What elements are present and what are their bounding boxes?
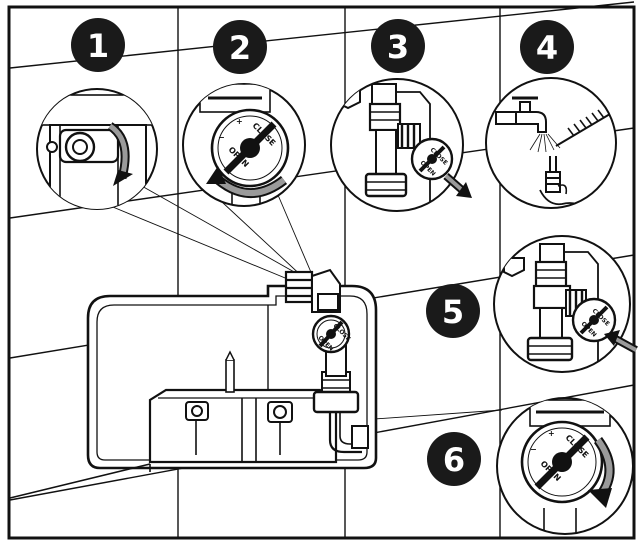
- step-1-number: 1: [87, 27, 109, 65]
- step-5-magnifier: CLOSE OPEN 5: [426, 235, 638, 373]
- step-5-badge: 5: [426, 284, 480, 338]
- step-2-number: 2: [229, 29, 251, 67]
- step-4-magnifier: 4: [485, 20, 617, 209]
- step-6-badge: 6: [427, 432, 481, 486]
- leader-lines: [107, 184, 503, 421]
- step-4-number: 4: [536, 29, 558, 67]
- step-4-badge: 4: [520, 20, 574, 74]
- step-2-badge: 2: [213, 20, 267, 74]
- step-2-plus-label: +: [236, 117, 243, 126]
- step-1-badge: 1: [71, 18, 125, 72]
- step-3-magnifier: CLOSE OPEN 3: [330, 19, 472, 212]
- pump-unit: CLOSE OPEN: [9, 268, 378, 499]
- step-6-plus-label: +: [548, 429, 555, 438]
- step-6-magnifier: CLOSE OPEN + − 6: [427, 397, 634, 535]
- step-1-magnifier: 1: [36, 18, 158, 210]
- step-5-number: 5: [442, 293, 464, 331]
- step-6-number: 6: [443, 441, 465, 479]
- step-6-minus-label: −: [530, 445, 537, 454]
- step-2-minus-label: −: [218, 133, 225, 142]
- step-3-number: 3: [387, 28, 409, 66]
- step-3-badge: 3: [371, 19, 425, 73]
